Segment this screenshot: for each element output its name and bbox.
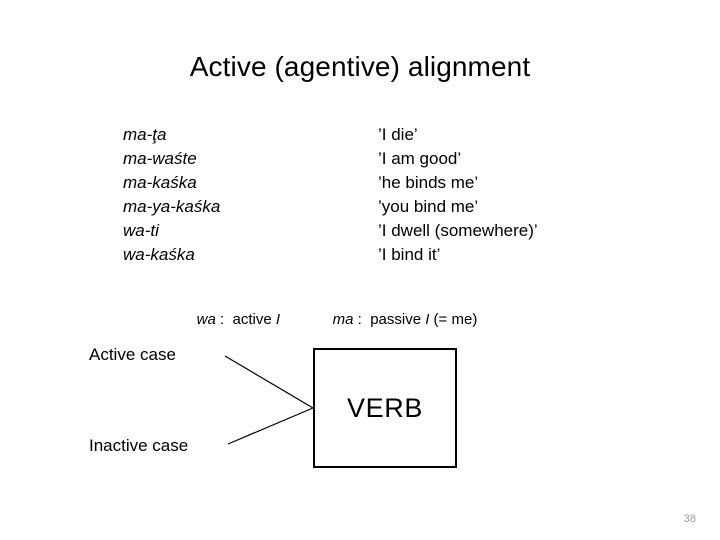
verb-box: VERB: [313, 348, 457, 468]
list-item: ma-ya-kaśka ’you bind me’: [123, 195, 593, 219]
case-verb-diagram: Active case Inactive case VERB: [0, 330, 720, 490]
list-item: wa-ti ’I dwell (somewhere)’: [123, 219, 593, 243]
example-gloss: ’I am good’: [378, 149, 462, 168]
legend-passive-form: ma: [332, 311, 354, 328]
list-item: wa-kaśka ’I bind it’: [123, 243, 593, 267]
legend-passive-suffix: (= me): [429, 311, 478, 328]
list-item: ma-kaśka ’he binds me’: [123, 171, 593, 195]
page-number: 38: [683, 513, 696, 525]
example-gloss: ’I die’: [378, 125, 418, 144]
page-title: Active (agentive) alignment: [189, 51, 531, 82]
connector-line-inactive: [227, 407, 314, 445]
example-list: ma-ţa ’I die’ ma-waśte ’I am good’ ma-ka…: [123, 123, 593, 267]
legend-passive-pronoun: I: [425, 311, 430, 328]
legend-passive-description: passive: [370, 311, 426, 328]
example-gloss: ’you bind me’: [378, 197, 479, 216]
legend-active-morpheme: wa : active I: [180, 287, 280, 353]
example-form: ma-kaśka: [123, 173, 197, 192]
connector-lines: [224, 355, 314, 445]
example-form: ma-waśte: [123, 149, 197, 168]
legend-active-form: wa: [196, 311, 216, 328]
example-form: ma-ya-kaśka: [123, 197, 221, 216]
legend-passive-morpheme: ma : passive I (= me): [316, 287, 478, 353]
example-gloss: ’he binds me’: [378, 173, 479, 192]
morpheme-legend: wa : active I ma : passive I (= me): [123, 287, 593, 328]
verb-box-label: VERB: [347, 392, 423, 423]
legend-active-separator: :: [215, 311, 233, 328]
example-form: wa-kaśka: [123, 245, 195, 264]
label-inactive-case: Inactive case: [89, 436, 189, 455]
connector-line-active: [224, 355, 314, 409]
label-active-case: Active case: [89, 345, 176, 364]
legend-active-description: active: [232, 311, 276, 328]
example-form: wa-ti: [123, 221, 159, 240]
list-item: ma-waśte ’I am good’: [123, 147, 593, 171]
example-gloss: ’I dwell (somewhere)’: [378, 221, 538, 240]
example-gloss: ’I bind it’: [378, 245, 441, 264]
legend-passive-separator: :: [353, 311, 371, 328]
example-form: ma-ţa: [123, 125, 167, 144]
list-item: ma-ţa ’I die’: [123, 123, 593, 147]
legend-active-pronoun: I: [275, 311, 281, 328]
